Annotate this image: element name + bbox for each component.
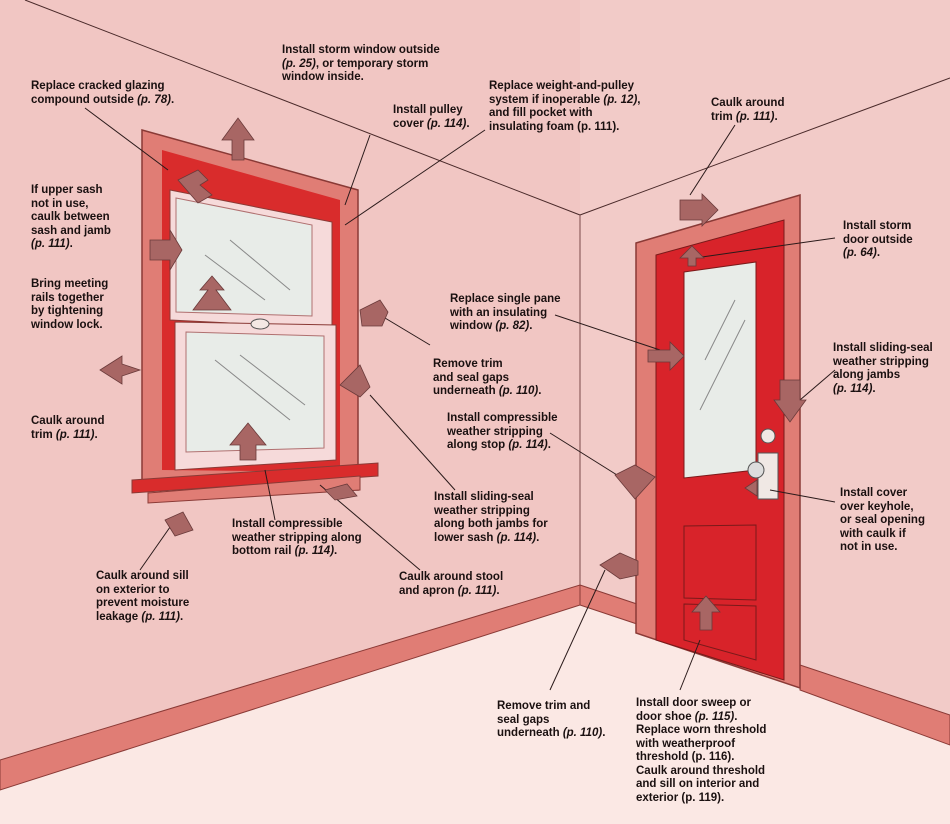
arrow-icon — [744, 479, 758, 497]
deadbolt — [760, 428, 776, 444]
callout-caulk-door-trim: Caulk around trim (p. 111). — [711, 97, 785, 123]
arrow-icon — [773, 379, 807, 423]
callout-single-pane: Replace single pane with an insulating w… — [450, 293, 561, 332]
arrow-icon — [679, 193, 719, 227]
ceiling-edge-right — [579, 77, 950, 216]
ceiling-edge-left — [24, 0, 581, 216]
arrow-icon — [339, 364, 371, 398]
arrow-icon — [149, 228, 183, 272]
callout-pulley-cover: Install pulley cover (p. 114). — [393, 104, 470, 130]
draft-arrows — [99, 117, 807, 631]
arrow-icon — [691, 595, 721, 631]
callout-caulk-sill: Caulk around sill on exterior to prevent… — [96, 570, 190, 623]
callout-sliding-seal-sash: Install sliding-seal weather stripping a… — [434, 491, 548, 544]
callout-weight-pulley: Replace weight-and-pulley system if inop… — [489, 80, 641, 133]
arrow-icon — [599, 552, 639, 580]
door-panel-low — [683, 603, 757, 661]
window — [131, 129, 379, 504]
callout-remove-trim-base: Remove trim and seal gaps underneath (p.… — [497, 700, 606, 739]
callout-meeting-rails: Bring meeting rails together by tighteni… — [31, 278, 109, 331]
callout-door-sweep: Install door sweep or door shoe (p. 115)… — [636, 697, 767, 804]
callout-caulk-stool: Caulk around stool and apron (p. 111). — [399, 571, 504, 597]
arrow-icon — [192, 275, 232, 311]
callout-remove-trim-window: Remove trim and seal gaps underneath (p.… — [433, 358, 542, 397]
arrow-icon — [221, 117, 255, 161]
window-lock — [250, 318, 270, 330]
arrow-icon — [647, 341, 685, 371]
callout-compressible-stop: Install compressible weather stripping a… — [447, 412, 558, 451]
arrow-icon — [324, 483, 358, 501]
door-knob — [747, 461, 765, 479]
arrow-icon — [359, 299, 389, 327]
window-apron — [147, 475, 361, 504]
arrow-icon — [177, 169, 213, 204]
callout-sliding-seal-door: Install sliding-seal weather stripping a… — [833, 342, 933, 395]
door — [635, 193, 801, 690]
callout-storm-door: Install storm door outside (p. 64). — [843, 220, 913, 259]
arrow-icon — [164, 511, 194, 537]
door-panel-mid — [683, 524, 757, 601]
arrow-icon — [614, 464, 656, 500]
arrow-icon — [679, 245, 705, 267]
arrow-icon — [99, 355, 142, 385]
window-stool — [131, 462, 379, 494]
callout-caulk-window-trim: Caulk around trim (p. 111). — [31, 415, 105, 441]
callout-compressible-bottom: Install compressible weather stripping a… — [232, 518, 362, 557]
callout-upper-sash: If upper sash not in use, caulk between … — [31, 184, 111, 250]
arrow-icon — [229, 422, 267, 461]
callout-glazing: Replace cracked glazing compound outside… — [31, 80, 175, 106]
callout-keyhole: Install cover over keyhole, or seal open… — [840, 487, 925, 553]
callout-storm-window: Install storm window outside (p. 25), or… — [282, 44, 440, 83]
